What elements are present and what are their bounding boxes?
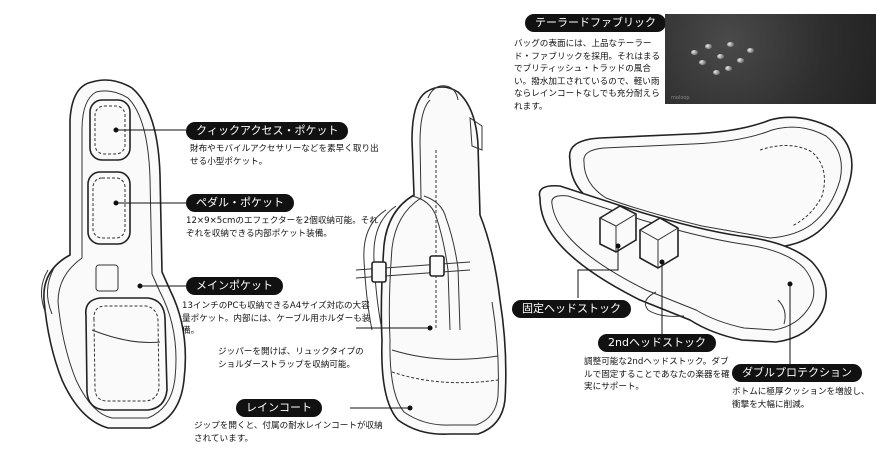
- back-view-bag: [355, 85, 507, 436]
- raincoat-desc: ジップを開くと、付属の耐水レインコートが収納されています。: [194, 421, 383, 444]
- fabric-water-droplet-photo: moloop: [665, 14, 876, 104]
- photo-watermark: moloop: [671, 95, 690, 101]
- front-view-bag: [41, 79, 187, 429]
- quick-access-pocket-desc: 財布やモバイルアクセサリーなどを素早く取り出せる小型ポケット。: [190, 144, 379, 167]
- quick-access-pocket-label: クィックアクセス・ポケット: [186, 122, 349, 140]
- main-pocket-label: メインポケット: [186, 277, 283, 295]
- raincoat-label: レインコート: [236, 399, 322, 417]
- tailored-fabric-desc: バッグの表面には、上品なテーラード・ファブリックを採用。それはまるでブリティッシ…: [514, 39, 661, 112]
- main-pocket-desc: 13インチのPCも収納できるA4サイズ対応の大容量ポケット。内部には、ケーブル用…: [182, 301, 371, 336]
- second-headstock-desc: 調整可能な2ndヘッドストック。ダブルで固定することであなたの楽器を確実にサポー…: [584, 357, 730, 392]
- double-protection-desc: ボトムに極厚クッションを増設し、衝撃を大幅に削減。: [732, 387, 870, 410]
- double-protection-label: ダブルプロテクション: [732, 364, 862, 382]
- open-case: [538, 116, 853, 343]
- zipper-strap-desc: ジッパーを開けば、リュックタイプのショルダーストラップを収納可能。: [218, 347, 364, 370]
- second-headstock-label: 2ndヘッドストック: [598, 334, 716, 352]
- fixed-headstock-label: 固定ヘッドストック: [512, 300, 631, 318]
- leader-lines: [113, 127, 793, 411]
- pedal-pocket-label: ペダル・ポケット: [186, 194, 294, 212]
- pedal-pocket-desc: 12×9×5cmのエフェクターを2個収納可能。それぞれを収納できる内部ポケット装…: [186, 216, 378, 239]
- tailored-fabric-label: テーラードファブリック: [525, 14, 666, 32]
